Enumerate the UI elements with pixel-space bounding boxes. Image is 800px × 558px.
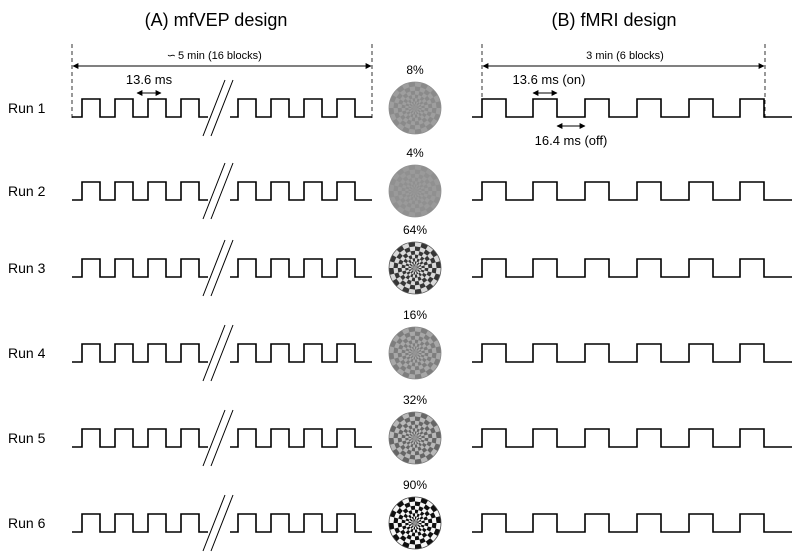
time-break-mark xyxy=(202,494,226,552)
contrast-label: 4% xyxy=(406,146,424,160)
dartboard-checkerboard-icon xyxy=(388,411,442,465)
dartboard-checkerboard-icon xyxy=(388,496,442,550)
fmri-waveform xyxy=(472,428,792,448)
time-break-mark xyxy=(202,79,226,137)
contrast-label: 8% xyxy=(406,63,424,77)
mfvep-waveform-left xyxy=(72,513,208,533)
time-break-mark xyxy=(210,324,234,382)
panel-a-duration: ∽ 5 min (16 blocks) xyxy=(71,44,373,120)
fmri-waveform xyxy=(472,98,792,118)
dartboard-checkerboard-icon xyxy=(388,164,442,218)
mfvep-waveform-left xyxy=(72,98,208,118)
mfvep-waveform-left xyxy=(72,181,208,201)
mfvep-waveform-right xyxy=(230,343,372,363)
run-label: Run 1 xyxy=(8,100,46,116)
mfvep-waveform-left xyxy=(72,343,208,363)
fmri-waveform xyxy=(472,343,792,363)
contrast-label: 16% xyxy=(403,308,427,322)
panel-b-title: (B) fMRI design xyxy=(551,10,676,30)
fmri-waveform xyxy=(472,181,792,201)
panel-a-on-label: 13.6 ms xyxy=(126,72,173,87)
panel-b-off-annotation: 16.4 ms (off) xyxy=(535,123,608,148)
time-break-mark xyxy=(210,162,234,220)
mfvep-waveform-right xyxy=(230,98,372,118)
panel-a-duration-label: 5 min (16 blocks) xyxy=(178,50,262,62)
mfvep-waveform-right xyxy=(230,181,372,201)
mfvep-waveform-right xyxy=(230,258,372,278)
run-4: Run 4 16% xyxy=(8,308,792,382)
panel-b-duration: 3 min (6 blocks) xyxy=(481,44,766,120)
run-6: Run 6 90% xyxy=(8,478,792,552)
time-break-mark xyxy=(202,409,226,467)
fmri-waveform xyxy=(472,258,792,278)
run-label: Run 3 xyxy=(8,260,46,276)
time-break-mark xyxy=(210,494,234,552)
time-break-mark xyxy=(210,239,234,297)
run-2: Run 2 4% xyxy=(8,146,792,220)
time-break-mark xyxy=(202,162,226,220)
time-break-mark xyxy=(202,239,226,297)
dartboard-checkerboard-icon xyxy=(388,326,442,380)
mfvep-waveform-left xyxy=(72,428,208,448)
contrast-label: 90% xyxy=(403,478,427,492)
contrast-label: 64% xyxy=(403,223,427,237)
run-1: Run 1 8% xyxy=(8,63,792,137)
panel-b-on-annotation: 13.6 ms (on) xyxy=(513,72,586,96)
mfvep-waveform-left xyxy=(72,258,208,278)
dartboard-checkerboard-icon xyxy=(388,81,442,135)
panel-a-title: (A) mfVEP design xyxy=(145,10,288,30)
panel-b-off-label: 16.4 ms (off) xyxy=(535,133,608,148)
approximately-icon: ∽ xyxy=(167,50,176,62)
run-label: Run 5 xyxy=(8,430,46,446)
mfvep-waveform-right xyxy=(230,513,372,533)
panel-a-on-annotation: 13.6 ms xyxy=(126,72,173,96)
run-label: Run 2 xyxy=(8,183,46,199)
panel-b-duration-label: 3 min (6 blocks) xyxy=(586,50,664,62)
dartboard-checkerboard-icon xyxy=(388,241,442,295)
time-break-mark xyxy=(210,79,234,137)
time-break-mark xyxy=(210,409,234,467)
run-3: Run 3 64% xyxy=(8,223,792,297)
mfvep-waveform-right xyxy=(230,428,372,448)
run-label: Run 6 xyxy=(8,515,46,531)
fmri-waveform xyxy=(472,513,792,533)
run-5: Run 5 32% xyxy=(8,393,792,467)
runs: Run 18%Run 24%Run 364%Run 416%Run 532%Ru… xyxy=(8,63,792,552)
contrast-label: 32% xyxy=(403,393,427,407)
time-break-mark xyxy=(202,324,226,382)
panel-b-on-label: 13.6 ms (on) xyxy=(513,72,586,87)
run-label: Run 4 xyxy=(8,345,46,361)
